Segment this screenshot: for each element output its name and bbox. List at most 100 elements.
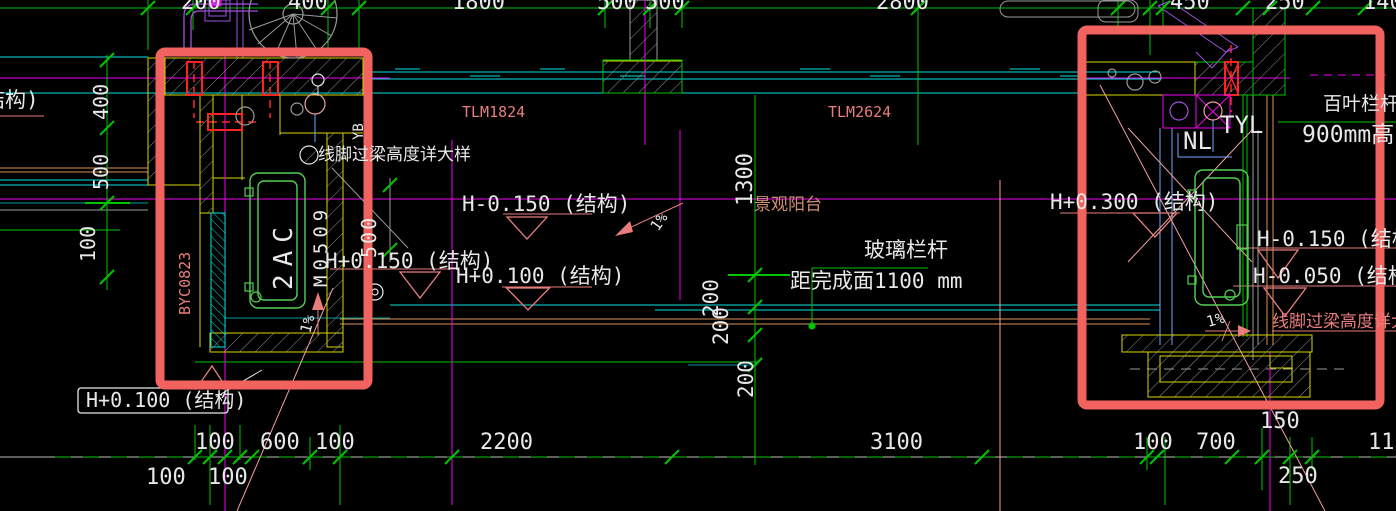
elevation-triangle-icon (505, 216, 549, 240)
dim-500-door: 500 (357, 216, 381, 258)
dim-left-400: 400 (89, 84, 113, 120)
dim-200c: 200 (734, 360, 758, 398)
dim-100a: 100 (195, 430, 235, 455)
note-lintel-detail-left: 线脚过梁高度详大样 (318, 145, 471, 165)
cad-rect (244, 282, 254, 292)
dim-top-500b: 500 (645, 0, 685, 15)
dim-tick (444, 449, 460, 465)
dim-tick (244, 449, 260, 465)
dim-100e: 100 (208, 465, 248, 490)
elev-h+0300: H+0.300 (结构) (1050, 190, 1218, 214)
cad-line (292, 13, 333, 37)
cad-circle (1224, 289, 1236, 301)
label-m0509: M0509 (310, 205, 332, 287)
cad-line (624, 202, 684, 231)
cad-rect (77, 387, 229, 414)
elev-h+0100-mid: H+0.100 (结构) (456, 264, 624, 288)
cad-rect (1187, 189, 1197, 199)
dim-tick (747, 267, 763, 283)
cad-rect (999, 0, 1136, 18)
hatch-dot-icon (299, 145, 319, 165)
cad-rect (1147, 351, 1311, 398)
cad-rect (1097, 0, 1139, 23)
elev-h+0100-boxed: H+0.100 (结构) (86, 388, 246, 412)
dim-tick (1304, 449, 1320, 465)
cad-circle (808, 322, 816, 330)
dim-top-500a: 500 (597, 0, 637, 15)
cad-circle (371, 288, 379, 296)
label-2ac: 2AC (269, 219, 299, 290)
cad-line (1225, 46, 1239, 53)
cad-rect (1252, 7, 1286, 96)
slope-1pct-left: 1% (296, 313, 318, 335)
elevation-triangle-icon (1131, 212, 1179, 238)
cad-rect (210, 212, 226, 348)
cad-rect (1195, 94, 1231, 129)
cad-rect (629, 0, 658, 61)
dim-tick (1110, 0, 1126, 16)
dim-1300: 1300 (733, 153, 758, 206)
dim-tick (747, 327, 763, 343)
dim-tick (382, 177, 398, 193)
dim-tick (187, 449, 203, 465)
label-1100mm-from-finish: 距完成面1100 mm (790, 269, 963, 293)
cad-rect (207, 113, 243, 131)
elevation-triangle-icon (398, 271, 442, 300)
dim-2200: 2200 (480, 430, 533, 455)
label-tlm2624: TLM2624 (828, 103, 891, 121)
dim-tick (747, 357, 763, 373)
elev-h-0150-mid: H-0.150 (结构) (462, 192, 630, 216)
cad-rect (208, 0, 227, 17)
cad-line (1127, 129, 1253, 263)
dim-top-450: 450 (1170, 0, 1210, 15)
cad-rect (602, 59, 683, 94)
dim-top-1800: 1800 (452, 0, 505, 15)
dim-600: 600 (260, 430, 300, 455)
dim-top-1400: 1400 (1363, 0, 1396, 15)
cad-line (1169, 0, 1239, 48)
dim-tick (217, 449, 233, 465)
dim-left-500: 500 (89, 154, 113, 190)
dim-top-250: 250 (1265, 0, 1305, 15)
dim-tick (302, 449, 318, 465)
cad-line (257, 13, 294, 45)
cad-rect (262, 61, 279, 96)
elevation-triangle-icon (1262, 287, 1308, 318)
cad-rect (186, 61, 203, 96)
dim-100d: 100 (146, 465, 186, 490)
cad-circle (1148, 70, 1162, 84)
elev-partial-left-edge: 结构) (0, 88, 39, 112)
label-tyl: TYL (1220, 111, 1263, 139)
label-nl: NL (1183, 127, 1212, 155)
cad-line (1127, 127, 1253, 263)
cad-rect (209, 332, 344, 353)
cad-line (1195, 94, 1231, 129)
dim-150: 150 (1260, 409, 1300, 434)
cad-circle (304, 93, 326, 115)
dim-tick (1305, 0, 1321, 16)
dim-tick (597, 0, 613, 16)
dim-tick (351, 0, 367, 16)
dim-tick (382, 242, 398, 258)
dim-tick (1224, 449, 1240, 465)
label-byc0823: BYC0823 (176, 252, 194, 315)
dim-tick (1155, 0, 1171, 16)
cad-rect (1202, 177, 1241, 298)
cad-rect (257, 180, 298, 301)
dim-tick (99, 195, 115, 211)
cad-circle (1169, 101, 1189, 121)
cad-rect (244, 187, 254, 197)
elevation-triangle-icon (504, 287, 552, 311)
dim-tick (747, 299, 763, 315)
label-tlm1824: TLM1824 (462, 103, 525, 121)
slope-arrowhead-icon (615, 221, 633, 236)
dim-tick (202, 449, 218, 465)
cad-circle (1107, 68, 1117, 78)
dim-250: 250 (1278, 464, 1318, 489)
dim-top-200: 200 (181, 0, 221, 15)
dim-tick (664, 449, 680, 465)
label-view-balcony: 景观阳台 (754, 195, 822, 215)
cad-rect (211, 0, 222, 7)
slope-1pct-right: 1% (1204, 309, 1226, 331)
